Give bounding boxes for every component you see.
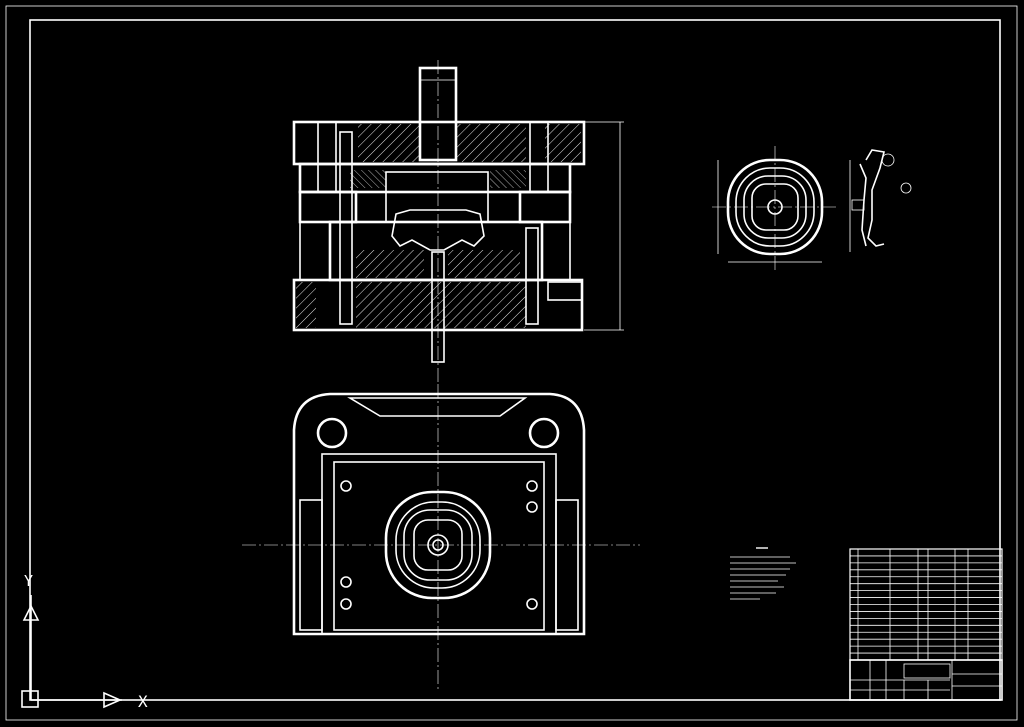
part-drawing[interactable]	[712, 146, 912, 270]
front-section-view[interactable]	[292, 60, 624, 382]
guide-post-right	[525, 227, 539, 325]
die-set-outline	[292, 392, 586, 636]
plan-view[interactable]	[242, 384, 640, 690]
guide-hole-right	[528, 417, 560, 449]
parts-list[interactable]	[849, 548, 1003, 661]
outer-frame	[5, 5, 1018, 721]
ucs-icon: Y X	[21, 572, 148, 711]
title-block[interactable]	[849, 659, 1003, 701]
inner-frame	[29, 19, 1001, 701]
guide-post-left	[339, 131, 353, 325]
upper-die-plate	[292, 120, 586, 166]
part-profile	[865, 149, 885, 247]
guide-hole-left	[316, 417, 348, 449]
ucs-axis-x-label: X	[138, 692, 148, 711]
punch-head	[391, 209, 485, 251]
ucs-axis-y-label: Y	[24, 572, 33, 590]
technical-notes	[730, 547, 796, 600]
